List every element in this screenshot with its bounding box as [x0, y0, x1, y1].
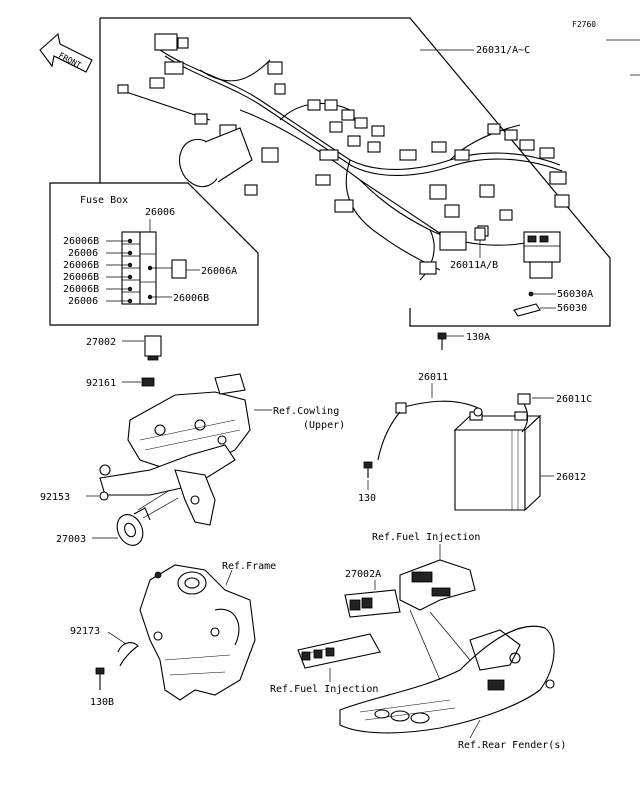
pad-56030 [513, 303, 541, 317]
label-26011ab: 26011A/B [450, 260, 498, 271]
label-92173: 92173 [70, 626, 100, 637]
label-ref-cowling-upper: (Upper) [303, 420, 345, 431]
label-92153: 92153 [40, 492, 70, 503]
fuse-top-label: 26006 [145, 207, 175, 218]
label-26011: 26011 [418, 372, 448, 383]
clamp-92173 [117, 642, 139, 667]
label-130b: 130B [90, 697, 114, 708]
relay-26011ab [474, 227, 486, 241]
bolt-130-icon [363, 461, 373, 478]
fuse-label-3: 26006B [63, 260, 99, 271]
label-27002: 27002 [86, 337, 116, 348]
battery-cable-26011 [377, 400, 483, 461]
fuse-label-6: 26006 [68, 296, 98, 307]
fuse-leaders [106, 238, 133, 304]
horn-27003 [116, 507, 151, 546]
damper-92161 [141, 377, 155, 387]
fuse-label-b: 26006B [173, 293, 209, 304]
clip-56030a [528, 291, 534, 297]
bolt-130b-icon [95, 667, 105, 690]
label-27002a: 27002A [345, 569, 381, 580]
label-ref-rear-fender: Ref.Rear Fender(s) [458, 740, 566, 751]
figure-code: F2760 [572, 20, 596, 29]
fuse-label-a: 26006A [201, 266, 237, 277]
label-56030: 56030 [557, 303, 587, 314]
battery-cable-26011c [517, 393, 531, 433]
battery-26012 [453, 411, 542, 512]
label-ref-frame: Ref.Frame [222, 561, 276, 572]
fuse-box-frame [49, 182, 259, 326]
fuse-box-title: Fuse Box [80, 195, 128, 206]
fuse-label-1: 26006B [63, 236, 99, 247]
rear-fender [339, 625, 555, 734]
ecu-module-lower [297, 633, 381, 669]
label-92161: 92161 [86, 378, 116, 389]
collar-92153 [99, 491, 109, 501]
label-56030a: 56030A [557, 289, 593, 300]
cowling-bracket [99, 373, 251, 526]
front-arrow-icon: FRONT [39, 32, 93, 73]
relay-27002 [144, 335, 162, 361]
junction-box [523, 231, 561, 279]
label-26011c: 26011C [556, 394, 592, 405]
harness-frame [99, 17, 611, 327]
fuse-box-inset: Fuse Box 26006 26006B 26006 26006B 26006… [49, 182, 259, 326]
label-130: 130 [358, 493, 376, 504]
frame-bracket [139, 564, 256, 701]
label-26031: 26031/A~C [476, 45, 530, 56]
fuse-label-2: 26006 [68, 248, 98, 259]
label-ref-fuel-bottom: Ref.Fuel Injection [270, 684, 378, 695]
fuse-label-5: 26006B [63, 284, 99, 295]
label-27003: 27003 [56, 534, 86, 545]
label-130a: 130A [466, 332, 490, 343]
label-26012: 26012 [556, 472, 586, 483]
bolt-130a-icon [437, 332, 447, 350]
fuse-label-4: 26006B [63, 272, 99, 283]
label-ref-cowling: Ref.Cowling [273, 406, 339, 417]
ecu-bracket-upper [399, 559, 476, 611]
fuse-block-relay [171, 259, 187, 279]
wiring-harness [117, 33, 570, 281]
label-ref-fuel-top: Ref.Fuel Injection [372, 532, 480, 543]
ecu-27002a [344, 589, 401, 618]
